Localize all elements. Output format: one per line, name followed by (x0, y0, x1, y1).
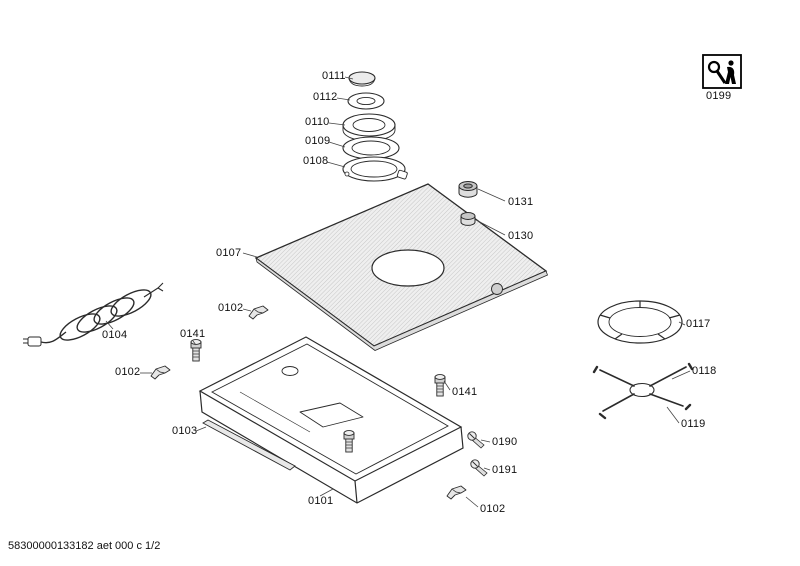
part-label-0191: 0191 (492, 464, 518, 476)
part-label-0117: 0117 (686, 318, 711, 330)
part-label-0102-bottom: 0102 (480, 503, 506, 515)
part-label-0119: 0119 (681, 418, 706, 430)
rail-drawing (202, 419, 296, 471)
part-label-0141-right: 0141 (452, 386, 478, 398)
part-label-0101: 0101 (308, 495, 334, 507)
burner-stack-drawing (342, 71, 408, 182)
part-label-0110: 0110 (305, 116, 330, 128)
part-label-0109: 0109 (305, 135, 331, 147)
burner-ring-drawing (597, 300, 683, 344)
wrench-service-icon (702, 54, 742, 89)
clip-left-drawing (150, 365, 171, 380)
part-label-0112: 0112 (313, 91, 338, 103)
base-tray-drawing (198, 336, 464, 504)
pan-support-drawing (592, 362, 694, 420)
bolt-right-drawing (434, 374, 446, 397)
bolt-left-drawing (190, 339, 202, 362)
leader-lines (105, 76, 691, 508)
clip-bottom-drawing (446, 485, 467, 500)
part-label-0103: 0103 (172, 425, 198, 437)
part-label-0190: 0190 (492, 436, 518, 448)
part-label-0108: 0108 (303, 155, 329, 167)
part-label-0102-top: 0102 (218, 302, 244, 314)
part-label-0130: 0130 (508, 230, 534, 242)
clip-top-drawing (248, 305, 269, 320)
part-label-0111: 0111 (322, 70, 346, 82)
knob-0130-drawing (460, 212, 476, 226)
part-label-0104: 0104 (102, 329, 128, 341)
part-label-0118: 0118 (692, 365, 717, 377)
cooktop-panel-drawing (254, 183, 549, 351)
power-cord-drawing (23, 282, 164, 347)
part-label-0102-left: 0102 (115, 366, 141, 378)
part-label-0131: 0131 (508, 196, 534, 208)
part-label-0107: 0107 (216, 247, 242, 259)
part-label-0199: 0199 (706, 90, 732, 102)
document-code: 58300000133182 aet 000 c 1/2 (8, 540, 161, 552)
knob-0131-drawing (458, 181, 478, 198)
bolt-tray-drawing (343, 430, 355, 453)
part-label-0141-left: 0141 (180, 328, 206, 340)
